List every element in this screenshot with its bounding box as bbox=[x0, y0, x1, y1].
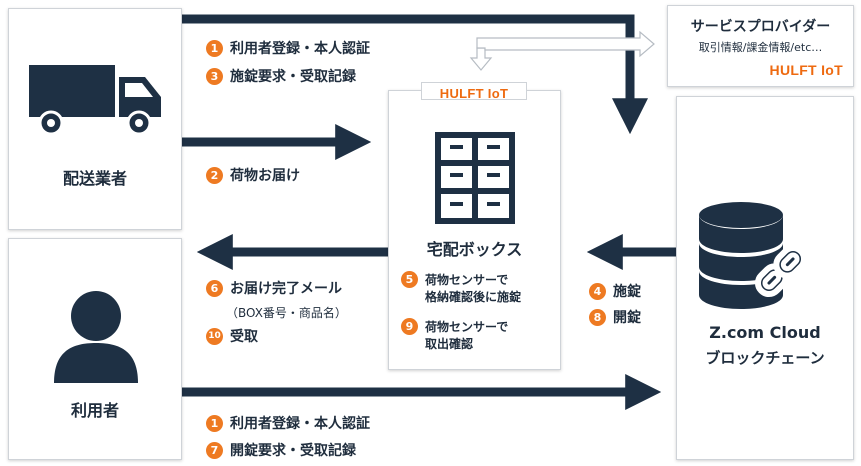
box-step-5-line2: 格納確認後に施錠 bbox=[425, 290, 522, 304]
cloud-label-line2: ブロックチェーン bbox=[705, 349, 825, 367]
step-delivery: 2 荷物お届け bbox=[206, 165, 300, 185]
step-number-badge: 3 bbox=[206, 67, 223, 85]
step-receive: 10 受取 bbox=[206, 326, 258, 346]
step-carrier-register: 1 利用者登録・本人認証 bbox=[206, 38, 370, 58]
step-carrier-lock-request: 3 施錠要求・受取記録 bbox=[206, 66, 356, 86]
step-number-badge: 6 bbox=[206, 279, 223, 297]
step-text: お届け完了メール bbox=[230, 281, 342, 297]
person-icon bbox=[54, 291, 138, 383]
step-text: 開錠 bbox=[613, 310, 641, 326]
arrow-carrier-to-cloud bbox=[182, 14, 648, 135]
step-text: 施錠 bbox=[613, 284, 641, 300]
step-number-badge: 8 bbox=[589, 308, 606, 326]
provider-brand-logo: HULFT IoT bbox=[769, 62, 843, 78]
step-user-unlock-request: 7 開錠要求・受取記録 bbox=[206, 440, 356, 460]
carrier-label: 配送業者 bbox=[62, 169, 127, 188]
provider-title: サービスプロバイダー bbox=[690, 19, 831, 35]
step-text: 施錠要求・受取記録 bbox=[230, 69, 356, 85]
step-text: 荷物お届け bbox=[230, 168, 300, 184]
step-number-badge: 10 bbox=[206, 327, 223, 345]
step-number-badge: 7 bbox=[206, 441, 223, 459]
provider-subtitle: 取引情報/課金情報/etc… bbox=[698, 41, 823, 54]
step-text: 開錠要求・受取記録 bbox=[230, 443, 356, 459]
step-user-register: 1 利用者登録・本人認証 bbox=[206, 413, 370, 433]
user-label: 利用者 bbox=[70, 401, 119, 420]
delivery-box: HULFT IoT 宅配ボックス 5 荷物センサーで 格納確認後に施錠 9 荷物… bbox=[388, 82, 561, 370]
database-chain-icon bbox=[699, 202, 808, 309]
user-box: 利用者 bbox=[8, 238, 182, 460]
step-complete-mail-detail: （BOX番号・商品名） bbox=[226, 306, 347, 320]
step-number-badge: 5 bbox=[401, 271, 418, 288]
step-unlock: 8 開錠 bbox=[589, 307, 641, 327]
box-title: 宅配ボックス bbox=[426, 240, 523, 259]
cloud-box: Z.com Cloud ブロックチェーン bbox=[676, 96, 854, 460]
carrier-box: 配送業者 bbox=[8, 8, 182, 230]
step-number-badge: 4 bbox=[589, 282, 606, 300]
hollow-arrow-box-provider bbox=[469, 30, 655, 71]
box-step-9-line1: 荷物センサーで bbox=[425, 320, 509, 334]
delivery-truck-icon bbox=[29, 65, 161, 135]
step-number-badge: 1 bbox=[206, 414, 223, 432]
box-step-5-line1: 荷物センサーで bbox=[425, 273, 509, 287]
box-step-9-line2: 取出確認 bbox=[425, 337, 474, 351]
cloud-label-line1: Z.com Cloud bbox=[709, 323, 821, 342]
step-number-badge: 2 bbox=[206, 166, 223, 184]
step-number-badge: 1 bbox=[206, 39, 223, 57]
step-text: 利用者登録・本人認証 bbox=[230, 416, 370, 432]
box-brand-logo: HULFT IoT bbox=[439, 86, 509, 101]
step-lock: 4 施錠 bbox=[589, 281, 641, 301]
step-text: 利用者登録・本人認証 bbox=[230, 41, 370, 57]
box-brand-tag: HULFT IoT bbox=[421, 82, 527, 101]
step-complete-mail: 6 お届け完了メール bbox=[206, 278, 342, 298]
provider-box: サービスプロバイダー 取引情報/課金情報/etc… HULFT IoT bbox=[667, 5, 854, 87]
locker-cabinet-icon bbox=[435, 132, 515, 224]
step-text: 受取 bbox=[230, 329, 258, 345]
step-number-badge: 9 bbox=[401, 318, 418, 335]
